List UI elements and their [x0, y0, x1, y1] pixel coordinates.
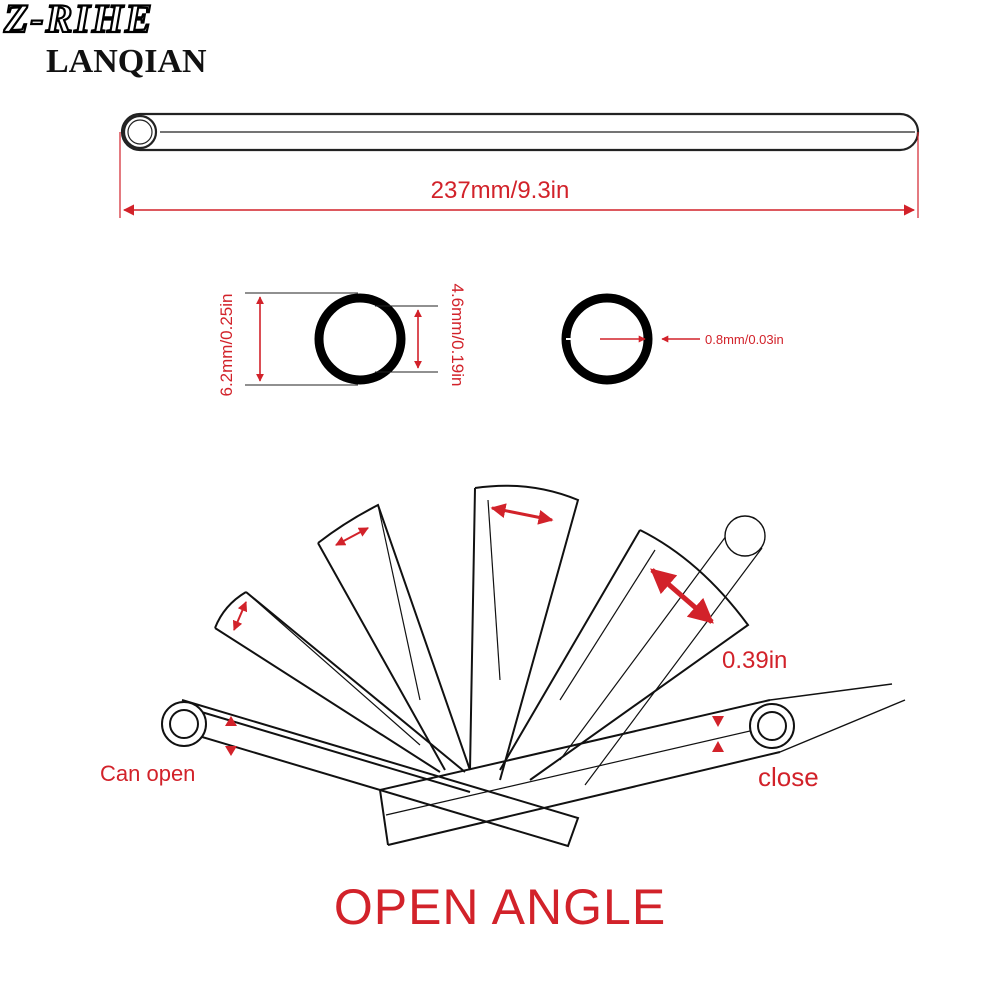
wall-thickness-label: 0.8mm/0.03in: [705, 332, 784, 347]
inner-diameter-label: 4.6mm/0.19in: [448, 284, 467, 387]
length-label: 237mm/9.3in: [431, 177, 570, 204]
tube-side-view: [120, 112, 920, 152]
svg-text:Z-RIHE: Z-RIHE: [3, 0, 154, 41]
close-label: close: [758, 762, 819, 792]
brand-logo: Z-RIHE LANQIAN: [2, 0, 207, 80]
length-dimension: [119, 132, 919, 218]
can-open-label: Can open: [100, 761, 195, 786]
slot-width-label: 0.39in: [722, 647, 787, 674]
slot-width-arrows: [225, 503, 724, 756]
open-angle-title: OPEN ANGLE: [333, 879, 667, 935]
svg-text:LANQIAN: LANQIAN: [46, 43, 207, 80]
outer-diameter-label: 6.2mm/0.25in: [217, 294, 236, 397]
cross-section-diameters: [245, 292, 438, 386]
open-angle-illustration: [161, 484, 906, 848]
cross-section-wall: [561, 293, 700, 385]
